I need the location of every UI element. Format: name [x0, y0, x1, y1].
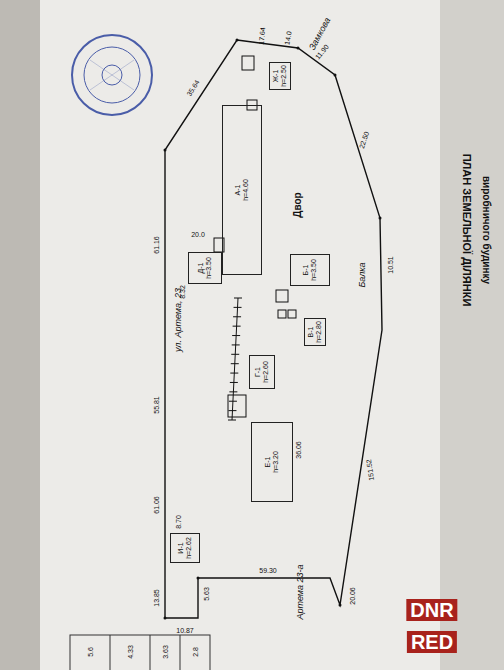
dimension: 3.63: [162, 645, 169, 659]
plan-title: ПЛАН ЗЕМЕЛЬНОЇ ДІЛЯНКИ: [461, 154, 472, 307]
building-text-block: Д-1h=3.50: [197, 257, 212, 279]
building-outline: Ж-1h=2.50: [269, 62, 291, 90]
dimension: 2.8: [192, 647, 199, 657]
watermark: DNR: [406, 599, 457, 621]
watermark: RED: [407, 631, 457, 653]
street-name: ул. Артема, 23: [174, 288, 183, 352]
building-letter: Д-1: [197, 257, 205, 279]
building-text-block: Е-1h=3.20: [264, 451, 279, 473]
building-text-block: И-1h=2.62: [177, 537, 192, 559]
building-height: h=2.80: [315, 321, 323, 343]
fence-tick: [230, 382, 238, 383]
building-text-block: Г-1h=2.60: [254, 361, 269, 383]
dimension: 20.06: [349, 587, 356, 605]
fence-tick: [231, 354, 239, 355]
dimension: 55.81: [153, 396, 160, 414]
yard-label: Двор: [293, 192, 303, 217]
stamp: [72, 35, 152, 115]
fence-tick: [234, 307, 242, 308]
street-name: Артема 23-а: [296, 564, 305, 619]
fence-tick: [228, 420, 236, 421]
paper-edge: [440, 0, 504, 670]
fence-tick: [228, 410, 236, 411]
dimension: 61.16: [153, 236, 160, 254]
fence-tick: [229, 401, 237, 402]
building-height: h=2.60: [262, 361, 270, 383]
dimension: 36.06: [295, 441, 302, 459]
fence-tick: [234, 298, 242, 299]
plan-caption: виробничого будинку: [481, 176, 491, 284]
shadow: [0, 0, 40, 670]
building-letter: Ж-1: [272, 65, 280, 87]
dimension: 20.0: [191, 231, 205, 238]
fence-tick: [229, 391, 237, 392]
building-text-block: Б-1h=3.50: [302, 259, 317, 281]
building-outline: И-1h=2.62: [170, 533, 200, 563]
building-outline: Г-1h=2.60: [249, 355, 275, 389]
building-letter: В-1: [307, 321, 315, 343]
corner-marks: [164, 39, 382, 620]
fence-tick: [233, 326, 241, 327]
fence-tick: [230, 373, 238, 374]
building-text-block: А-1h=4.60: [234, 179, 249, 201]
building-outline: Д-1h=3.50: [188, 252, 222, 284]
plot-boundary: [165, 40, 382, 618]
dimension: 8.70: [175, 515, 182, 529]
fence-tick: [233, 316, 241, 317]
building-height: h=3.20: [272, 451, 280, 473]
dimension: 61.06: [153, 496, 160, 514]
building-height: h=2.50: [280, 65, 288, 87]
building-letter: Б-1: [302, 259, 310, 281]
building-height: h=2.62: [185, 537, 193, 559]
building-height: h=3.50: [205, 257, 213, 279]
building-outline: Б-1h=3.50: [290, 254, 330, 286]
area-label: Балка: [358, 262, 367, 287]
building-outline: В-1h=2.80: [304, 318, 326, 346]
dimension: 10.87: [176, 627, 194, 634]
dimension: 10.51: [387, 256, 394, 274]
dimension: 5.6: [87, 647, 94, 657]
dimension: 4.33: [127, 645, 134, 659]
building-text-block: Ж-1h=2.50: [272, 65, 287, 87]
building-letter: Е-1: [264, 451, 272, 473]
building-text-block: В-1h=2.80: [307, 321, 322, 343]
building-outline: А-1h=4.60: [222, 105, 262, 275]
dimension: 59.30: [259, 567, 277, 574]
dimension: 5.63: [203, 587, 210, 601]
building-letter: А-1: [234, 179, 242, 201]
building-outline: Е-1h=3.20: [251, 422, 293, 502]
fence-tick: [232, 335, 240, 336]
paper: [40, 0, 440, 670]
building-height: h=3.50: [310, 259, 318, 281]
dimension: 13.85: [153, 589, 160, 607]
building-letter: Г-1: [254, 361, 262, 383]
neighbour-plan: [70, 635, 210, 670]
building-height: h=4.60: [242, 179, 250, 201]
building-letter: И-1: [177, 537, 185, 559]
fence-line: [228, 298, 242, 420]
fence-tick: [232, 344, 240, 345]
fence-tick: [231, 363, 239, 364]
small-structures: [214, 56, 296, 417]
